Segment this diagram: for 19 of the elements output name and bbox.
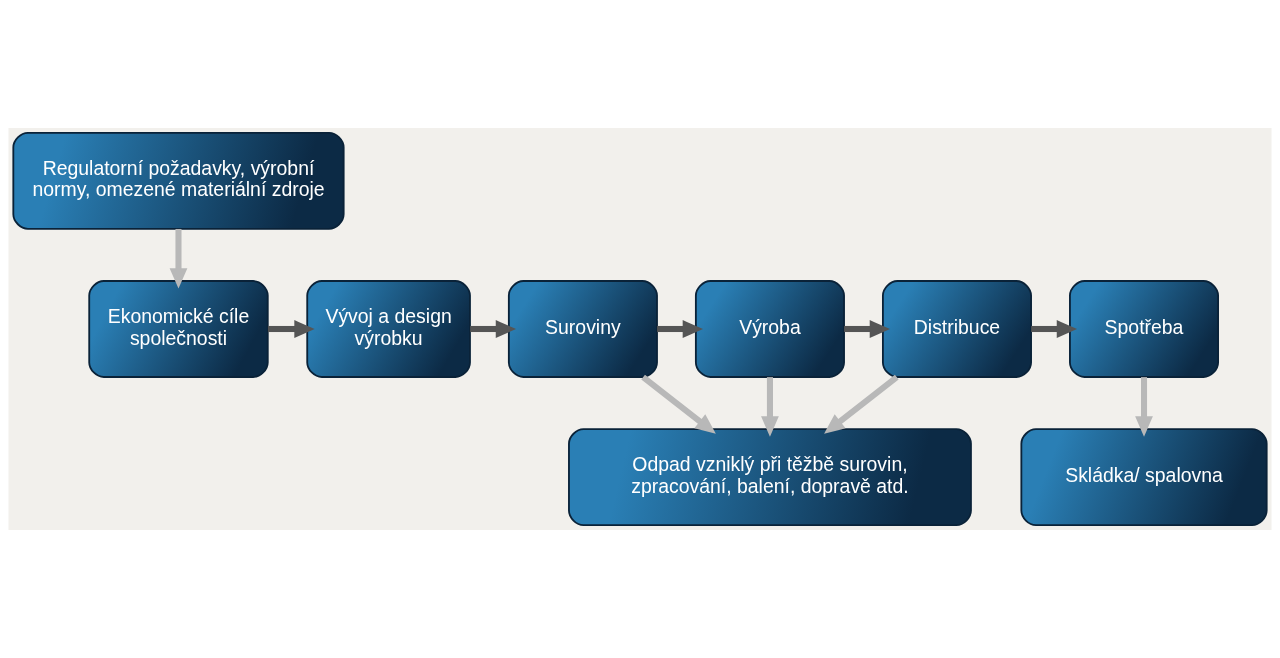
- node-box: Vývoj a design výrobku: [306, 280, 471, 378]
- arrow: [761, 377, 779, 437]
- arrow: [470, 320, 517, 338]
- arrow: [657, 320, 703, 338]
- node-box: Distribuce: [882, 280, 1032, 378]
- arrow: [169, 228, 188, 289]
- arrow: [824, 374, 899, 434]
- node-box: Výroba: [694, 280, 845, 378]
- node-box: Ekonomické cíle společnosti: [88, 280, 269, 378]
- arrow: [844, 320, 891, 338]
- node-box: Odpad vzniklý při těžbě surovin, zpracování, balení, dopravě atd.: [568, 428, 972, 527]
- arrow: [1031, 320, 1078, 338]
- arrow: [267, 320, 315, 338]
- node-box: Spotřeba: [1069, 280, 1219, 378]
- node-box: Skládka/ spalovna: [1020, 428, 1268, 527]
- node-box: Regulatorní požadavky, výrobní normy, omezené materiální zdroje: [12, 131, 345, 230]
- node-box: Suroviny: [507, 280, 658, 378]
- arrow: [1135, 377, 1153, 437]
- arrow: [641, 374, 716, 434]
